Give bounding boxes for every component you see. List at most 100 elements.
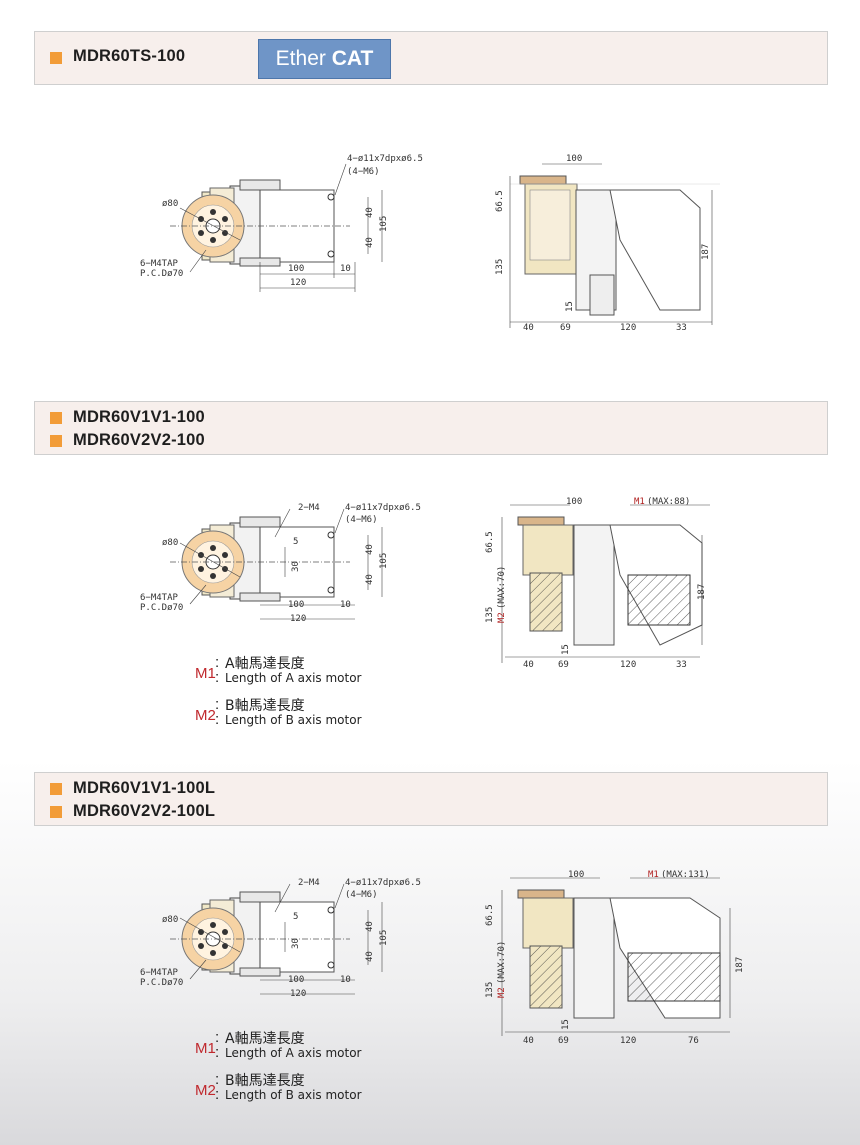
legend-zh: B軸馬達長度 (225, 1073, 305, 1089)
legend-colon: :: (215, 1071, 220, 1103)
dim-b120: 120 (620, 323, 636, 333)
legend-colon: :: (215, 1029, 220, 1061)
badge-light: Ether (275, 47, 326, 70)
model-title: MDR60V1V1-100L (73, 779, 216, 797)
legend-en: Length of A axis motor (225, 1046, 362, 1060)
dim-100: 100 (288, 600, 304, 610)
bullet-square (50, 435, 62, 447)
dim-15: 15 (565, 301, 575, 312)
dim-40b: 40 (365, 237, 375, 248)
bullet-square (50, 806, 62, 818)
legend-zh: B軸馬達長度 (225, 698, 305, 714)
dim-b40: 40 (523, 660, 534, 670)
dim-m2-code: M2 (497, 612, 507, 623)
dim-tap: 6−M4TAP (140, 593, 179, 603)
dim-100: 100 (288, 264, 304, 274)
dim-105: 105 (379, 553, 389, 569)
dim-40a: 40 (365, 207, 375, 218)
dim-m2: (MAX:70) (497, 941, 507, 984)
dim-m2: (MAX:70) (497, 566, 507, 609)
dim-10: 10 (340, 975, 351, 985)
dim-hole-note: 4−ø11x7dpxø6.5 (347, 154, 423, 164)
dim-135: 135 (485, 607, 495, 623)
model-title: MDR60V2V2-100 (73, 431, 205, 449)
dim-b76: 76 (688, 1036, 699, 1046)
dim-30: 30 (291, 938, 301, 949)
dim-m4: 2−M4 (298, 878, 320, 888)
dim-hole-note2: (4−M6) (347, 167, 380, 177)
dim-10: 10 (340, 264, 351, 274)
dim-187: 187 (697, 584, 707, 600)
bullet-square (50, 783, 62, 795)
legend-code: M2 (195, 707, 216, 724)
dim-pcd: P.C.Dø70 (140, 603, 183, 613)
dim-tap: 6−M4TAP (140, 259, 179, 269)
dim-120: 120 (290, 278, 306, 288)
model-title: MDR60V1V1-100 (73, 408, 205, 426)
dim-105: 105 (379, 930, 389, 946)
legend-en: Length of B axis motor (225, 1088, 362, 1102)
dim-b69: 69 (558, 1036, 569, 1046)
dim-top: 100 (568, 870, 584, 880)
dim-tap: 6−M4TAP (140, 968, 179, 978)
legend-code: M1 (195, 665, 216, 682)
dim-pcd: P.C.Dø70 (140, 978, 183, 988)
dim-m4: 2−M4 (298, 503, 320, 513)
side-view-drawing-2: 100 M1 (MAX:88) 66.5 M2 (MAX:70) 135 187… (485, 497, 710, 670)
dim-105: 105 (379, 216, 389, 232)
legend-code: M1 (195, 1040, 216, 1057)
side-view-drawing-3: 100 M1 (MAX:131) 66.5 M2 (MAX:70) 135 18… (485, 870, 745, 1046)
dim-100: 100 (288, 975, 304, 985)
dim-665: 66.5 (495, 190, 505, 212)
section-header-3: MDR60V1V1-100L MDR60V2V2-100L (34, 772, 828, 826)
dim-dia: ø80 (162, 915, 178, 925)
badge-bold: CAT (331, 47, 374, 70)
legend-zh: A軸馬達長度 (225, 1031, 305, 1047)
dim-b40: 40 (523, 323, 534, 333)
dim-b33: 33 (676, 660, 687, 670)
dim-40a: 40 (365, 921, 375, 932)
dim-40b: 40 (365, 574, 375, 585)
legend-en: Length of A axis motor (225, 671, 362, 685)
dim-120: 120 (290, 989, 306, 999)
dim-5: 5 (293, 537, 298, 547)
dim-120: 120 (290, 614, 306, 624)
dim-b120: 120 (620, 1036, 636, 1046)
model-title: MDR60V2V2-100L (73, 802, 216, 820)
legend-zh: A軸馬達長度 (225, 656, 305, 672)
dim-dia: ø80 (162, 538, 178, 548)
front-view-drawing-1: 4−ø11x7dpxø6.5 (4−M6) ø80 6−M4TAP P.C.Dø… (140, 154, 423, 292)
side-view-drawing-1: 100 66.5 135 187 15 40 69 120 33 (495, 154, 720, 333)
section-header-1: MDR60TS-100 Ether CAT (34, 31, 828, 85)
ethercat-badge: Ether CAT (258, 39, 391, 79)
front-view-drawing-3: 2−M4 4−ø11x7dpxø6.5 (4−M6) ø80 6−M4TAP P… (140, 878, 421, 999)
dim-b33: 33 (676, 323, 687, 333)
dim-665: 66.5 (485, 904, 495, 926)
dim-pcd: P.C.Dø70 (140, 269, 183, 279)
model-title: MDR60TS-100 (73, 47, 186, 65)
dim-b69: 69 (558, 660, 569, 670)
dim-187: 187 (701, 244, 711, 260)
dim-m1: (MAX:88) (647, 497, 690, 507)
bullet-square (50, 412, 62, 424)
dim-hole-note: 4−ø11x7dpxø6.5 (345, 503, 421, 513)
legend-code: M2 (195, 1082, 216, 1099)
dim-187: 187 (735, 957, 745, 973)
dim-15: 15 (561, 644, 571, 655)
dim-40a: 40 (365, 544, 375, 555)
dim-dia: ø80 (162, 199, 178, 209)
legend-en: Length of B axis motor (225, 713, 362, 727)
dim-665: 66.5 (485, 531, 495, 553)
dim-15: 15 (561, 1019, 571, 1030)
dim-b40: 40 (523, 1036, 534, 1046)
dim-top: 100 (566, 497, 582, 507)
legend-colon: :: (215, 654, 220, 686)
dim-hole-note2: (4−M6) (345, 515, 378, 525)
dim-10: 10 (340, 600, 351, 610)
bullet-square (50, 52, 62, 64)
dim-hole-note: 4−ø11x7dpxø6.5 (345, 878, 421, 888)
front-view-drawing-2: 2−M4 4−ø11x7dpxø6.5 (4−M6) ø80 6−M4TAP P… (140, 503, 421, 624)
section-header-2: MDR60V1V1-100 MDR60V2V2-100 (34, 401, 828, 455)
legend-colon: :: (215, 696, 220, 728)
dim-m1-code: M1 (634, 497, 645, 507)
